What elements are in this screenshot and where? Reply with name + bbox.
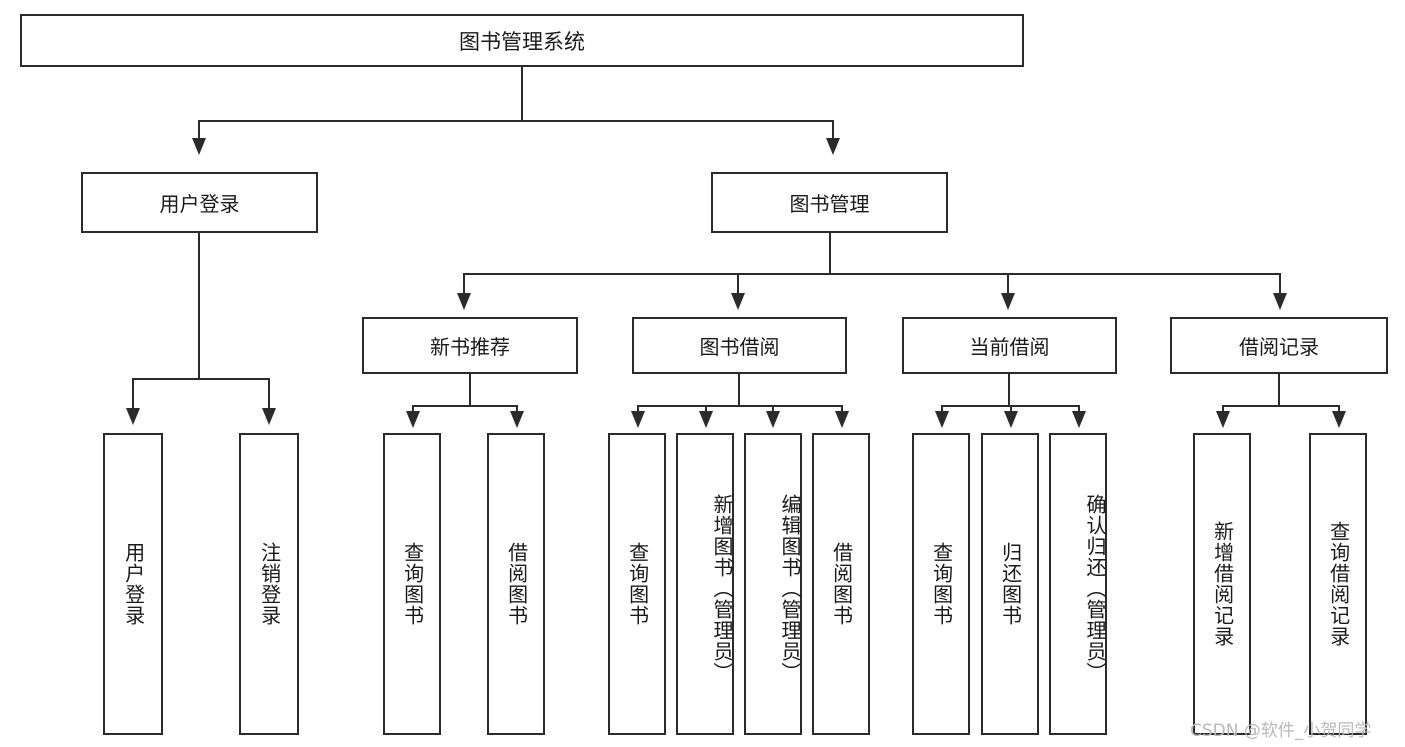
node-new-book-recommend[interactable]: 新书推荐 xyxy=(362,317,578,374)
arrow-to-leaf-logout xyxy=(262,408,276,425)
connector-newbook-bus xyxy=(412,405,518,407)
leaf-label: 归还图书 xyxy=(998,542,1023,626)
connector-bookborrow-stem xyxy=(738,374,740,405)
connector-user-login-drop-2 xyxy=(268,378,270,410)
arrow-to-bookborrow-leaf-1 xyxy=(631,411,645,428)
node-label: 当前借阅 xyxy=(969,335,1050,359)
leaf-bookborrow-add-book-admin[interactable]: 新增图书（管理员） xyxy=(676,433,734,735)
leaf-label: 用户登录 xyxy=(121,542,146,626)
node-label: 借阅记录 xyxy=(1239,335,1319,359)
connector-bookborrow-drop-3 xyxy=(772,405,774,413)
connector-user-login-bus xyxy=(132,378,270,380)
connector-level3-drop-4 xyxy=(1279,273,1281,295)
connector-borrowrecord-bus xyxy=(1222,405,1340,407)
connector-borrowrecord-stem xyxy=(1278,374,1280,405)
arrow-to-borrowrecord-leaf-1 xyxy=(1216,411,1230,428)
connector-user-login-drop-1 xyxy=(132,378,134,410)
connector-level3-bus xyxy=(463,273,1281,275)
arrow-to-user-login xyxy=(192,138,206,155)
arrow-to-borrowrecord-leaf-2 xyxy=(1332,411,1346,428)
connector-level3-drop-1 xyxy=(463,273,465,295)
connector-bookborrow-drop-2 xyxy=(705,405,707,413)
arrow-to-borrow-record xyxy=(1273,293,1287,310)
leaf-borrowrecord-query-record[interactable]: 查询借阅记录 xyxy=(1309,433,1367,735)
connector-root-bus xyxy=(198,120,834,122)
arrow-to-bookborrow-leaf-2 xyxy=(699,411,713,428)
csdn-watermark: CSDN @软件_小贺同学 xyxy=(1190,721,1372,741)
leaf-label: 借阅图书 xyxy=(504,542,529,626)
connector-bookborrow-drop-1 xyxy=(637,405,639,413)
arrow-to-currentborrow-leaf-3 xyxy=(1072,411,1086,428)
arrow-to-bookborrow-leaf-3 xyxy=(766,411,780,428)
arrow-to-bookborrow-leaf-4 xyxy=(835,411,849,428)
connector-user-login-stem xyxy=(198,233,200,378)
arrow-to-book-management xyxy=(826,138,840,155)
arrow-to-currentborrow-leaf-2 xyxy=(1004,411,1018,428)
leaf-label: 注销登录 xyxy=(257,542,282,626)
connector-currentborrow-stem xyxy=(1008,374,1010,405)
connector-bookborrow-drop-4 xyxy=(841,405,843,413)
arrow-to-leaf-user-login xyxy=(126,408,140,425)
leaf-currentborrow-query-book[interactable]: 查询图书 xyxy=(912,433,970,735)
node-book-management[interactable]: 图书管理 xyxy=(711,172,948,233)
node-borrow-record[interactable]: 借阅记录 xyxy=(1170,317,1388,374)
node-user-login[interactable]: 用户登录 xyxy=(81,172,318,233)
leaf-label: 确认归还（管理员） xyxy=(1083,493,1107,683)
node-label: 用户登录 xyxy=(159,192,240,216)
leaf-label: 借阅图书 xyxy=(829,542,854,626)
connector-root-stem xyxy=(521,67,523,120)
leaf-user-login[interactable]: 用户登录 xyxy=(103,433,163,735)
connector-currentborrow-drop-2 xyxy=(1010,405,1012,413)
leaf-newbook-query-book[interactable]: 查询图书 xyxy=(383,433,441,735)
arrow-to-newbook-leaf-2 xyxy=(510,411,524,428)
node-book-borrow[interactable]: 图书借阅 xyxy=(632,317,847,374)
connector-newbook-drop-1 xyxy=(412,405,414,413)
leaf-bookborrow-borrow-book[interactable]: 借阅图书 xyxy=(812,433,870,735)
arrow-to-book-borrow xyxy=(731,293,745,310)
arrow-to-currentborrow-leaf-1 xyxy=(935,411,949,428)
node-current-borrow[interactable]: 当前借阅 xyxy=(902,317,1117,374)
leaf-currentborrow-confirm-return-admin[interactable]: 确认归还（管理员） xyxy=(1049,433,1107,735)
connector-level3-drop-2 xyxy=(737,273,739,295)
leaf-label: 新增图书（管理员） xyxy=(710,493,734,683)
leaf-currentborrow-return-book[interactable]: 归还图书 xyxy=(981,433,1039,735)
node-label: 图书管理系统 xyxy=(459,29,585,54)
node-label: 图书借阅 xyxy=(699,335,780,359)
leaf-label: 查询图书 xyxy=(400,542,425,626)
connector-borrowrecord-drop-1 xyxy=(1222,405,1224,413)
node-label: 图书管理 xyxy=(789,192,870,216)
arrow-to-newbook-leaf-1 xyxy=(406,411,420,428)
leaf-bookborrow-query-book[interactable]: 查询图书 xyxy=(608,433,666,735)
leaf-label: 查询图书 xyxy=(625,542,650,626)
connector-root-drop-right xyxy=(832,120,834,140)
leaf-bookborrow-edit-book-admin[interactable]: 编辑图书（管理员） xyxy=(744,433,802,735)
leaf-label: 查询借阅记录 xyxy=(1326,521,1351,647)
connector-level3-drop-3 xyxy=(1007,273,1009,295)
leaf-logout[interactable]: 注销登录 xyxy=(239,433,299,735)
arrow-to-new-book-recommend xyxy=(457,293,471,310)
arrow-to-current-borrow xyxy=(1001,293,1015,310)
connector-currentborrow-drop-1 xyxy=(941,405,943,413)
node-label: 新书推荐 xyxy=(430,335,510,359)
leaf-borrowrecord-add-record[interactable]: 新增借阅记录 xyxy=(1193,433,1251,735)
leaf-label: 查询图书 xyxy=(929,542,954,626)
connector-currentborrow-drop-3 xyxy=(1078,405,1080,413)
connector-book-management-stem xyxy=(829,233,831,273)
node-root-book-management-system[interactable]: 图书管理系统 xyxy=(20,14,1024,67)
leaf-label: 新增借阅记录 xyxy=(1210,521,1235,647)
connector-bookborrow-bus xyxy=(637,405,843,407)
connector-newbook-stem xyxy=(469,374,471,405)
connector-newbook-drop-2 xyxy=(516,405,518,413)
connector-root-drop-left xyxy=(198,120,200,140)
connector-borrowrecord-drop-2 xyxy=(1338,405,1340,413)
leaf-newbook-borrow-book[interactable]: 借阅图书 xyxy=(487,433,545,735)
leaf-label: 编辑图书（管理员） xyxy=(778,493,802,683)
